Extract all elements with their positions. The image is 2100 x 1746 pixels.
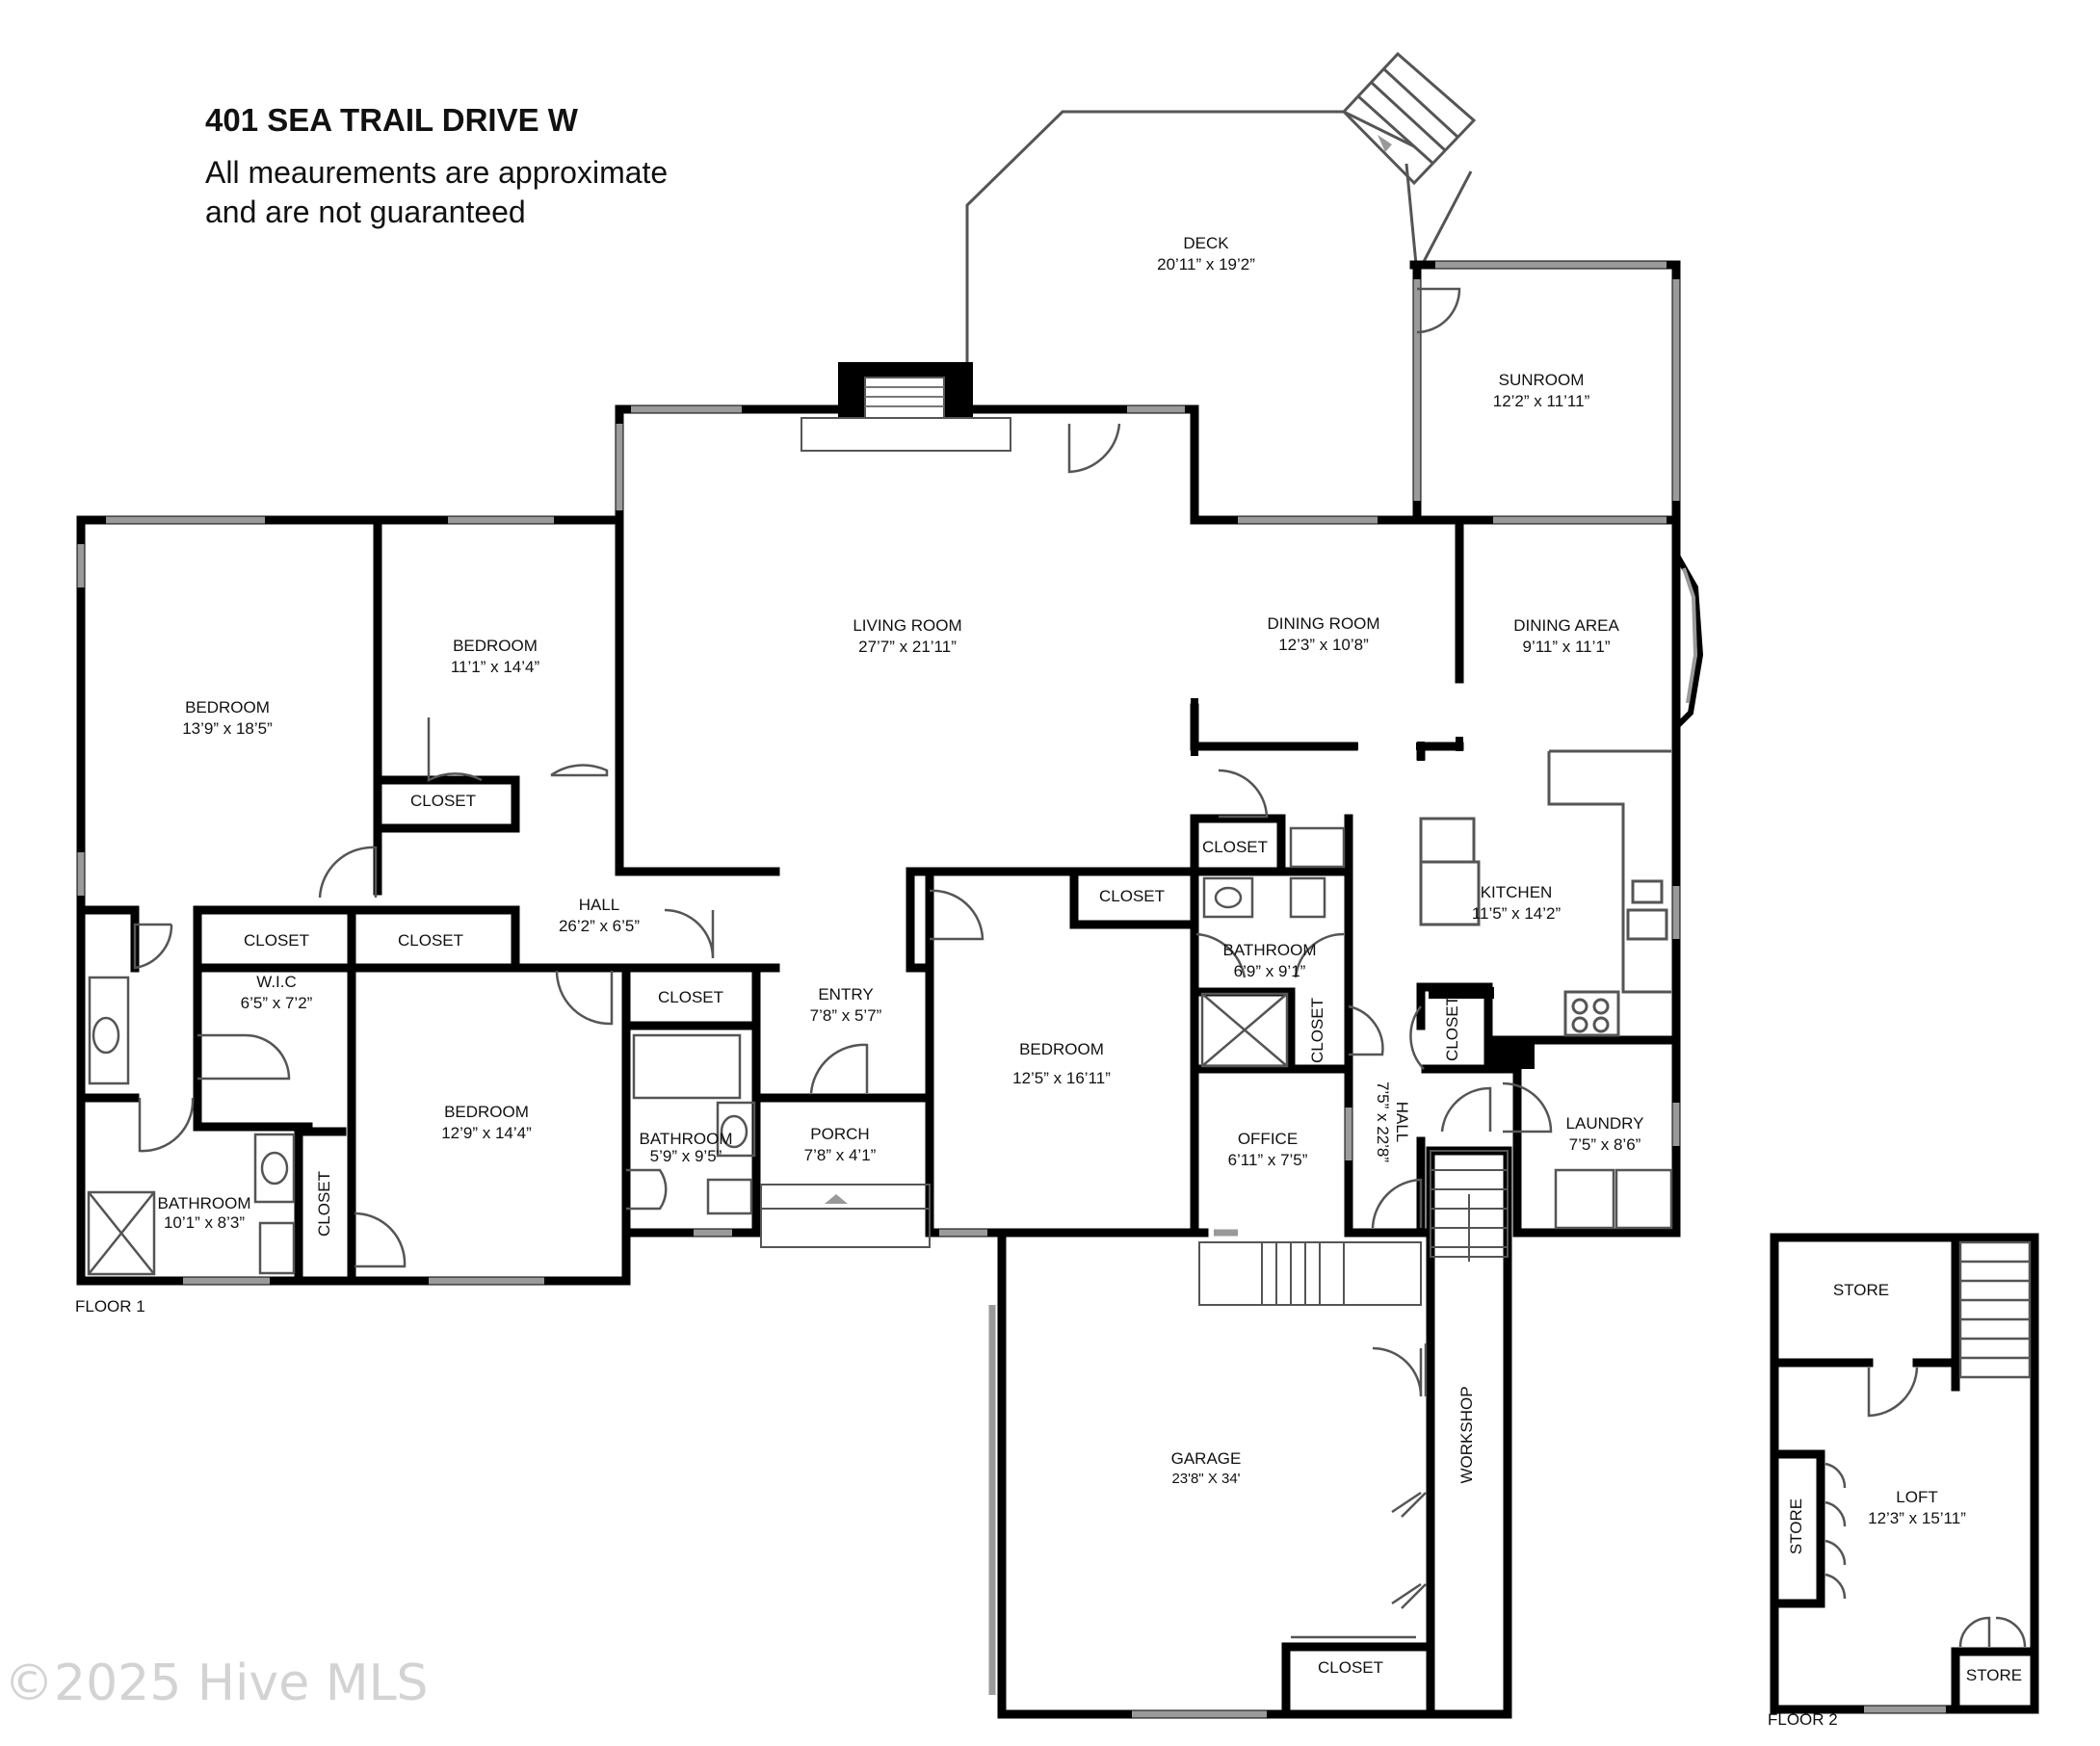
floor-1-label: FLOOR 1 xyxy=(75,1297,145,1316)
room-office-size: 6’11” x 7’5” xyxy=(1228,1151,1308,1169)
room-wic-name: W.I.C xyxy=(256,973,297,991)
room-closet-b: CLOSET xyxy=(398,931,463,950)
room-bedroom-n-name: BEDROOM xyxy=(453,637,538,655)
disclaimer-line-1: All meaurements are approximate xyxy=(205,155,669,190)
walls-floor-2 xyxy=(1770,1233,2039,1714)
entry-steps xyxy=(760,1184,931,1248)
room-workshop: WORKSHOP xyxy=(1457,1386,1476,1483)
room-bedroom-nw-name: BEDROOM xyxy=(185,698,270,717)
room-dining-area-size: 9’11” x 11’1” xyxy=(1522,638,1610,656)
room-entry-name: ENTRY xyxy=(818,985,873,1003)
windows-floor-1 xyxy=(77,261,1680,1718)
fireplace xyxy=(801,362,1011,452)
room-bedroom-e-name: BEDROOM xyxy=(1019,1040,1104,1058)
kitchen-counters xyxy=(1419,749,1671,1037)
floor2-details xyxy=(1824,1240,2032,1713)
deck-stairs xyxy=(1341,51,1477,186)
room-dining-room-size: 12’3” x 10’8” xyxy=(1278,636,1369,654)
room-bathroom-small-name: BATHROOM xyxy=(640,1130,733,1148)
doors xyxy=(133,287,1553,1605)
room-bathroom-w-size: 10’1” x 8’3” xyxy=(164,1213,245,1232)
garage-doors xyxy=(1291,1343,1428,1639)
room-bathroom-center-name: BATHROOM xyxy=(1223,941,1317,959)
stairs-main xyxy=(760,1150,1509,1306)
room-dining-room-name: DINING ROOM xyxy=(1267,614,1379,633)
room-deck-name: DECK xyxy=(1183,234,1229,252)
room-closet-bed-n: CLOSET xyxy=(410,792,476,810)
room-deck-size: 20’11” x 19’2” xyxy=(1157,255,1255,274)
room-loft-size: 12’3” x 15’11” xyxy=(1868,1509,1966,1527)
watermark: ©2025 Hive MLS xyxy=(4,1655,429,1712)
room-sunroom-name: SUNROOM xyxy=(1499,371,1585,389)
kitchen-walls-fill xyxy=(1429,987,1535,1069)
room-garage-name: GARAGE xyxy=(1171,1449,1242,1468)
room-living-size: 27’7” x 21’11” xyxy=(858,638,957,656)
room-porch-name: PORCH xyxy=(810,1125,869,1143)
room-porch-size: 7’8” x 4’1” xyxy=(804,1146,877,1164)
room-hall-main-size: 26’2” x 6’5” xyxy=(559,917,640,935)
room-laundry-size: 7’5” x 8’6” xyxy=(1569,1135,1641,1154)
room-closet-a: CLOSET xyxy=(244,931,309,950)
room-closet-v3: CLOSET xyxy=(315,1171,333,1237)
room-bathroom-center-size: 6’9” x 9’1” xyxy=(1234,962,1306,980)
room-bedroom-e-size: 12’5” x 16’11” xyxy=(1012,1069,1111,1087)
room-closet-bedroom-e: CLOSET xyxy=(1099,887,1165,905)
dining-inner-walls xyxy=(1191,698,1463,761)
room-garage-size: 23'8" X 34' xyxy=(1171,1471,1240,1487)
room-closet-v1: CLOSET xyxy=(1308,998,1326,1063)
bay-window xyxy=(1673,552,1704,730)
room-closet-garage: CLOSET xyxy=(1318,1658,1383,1677)
room-office-name: OFFICE xyxy=(1238,1130,1298,1148)
room-bedroom-s-size: 12’9” x 14’4” xyxy=(441,1124,532,1142)
bathroom-fixtures xyxy=(87,826,1673,1276)
room-closet-c: CLOSET xyxy=(658,988,723,1006)
room-store-left: STORE xyxy=(1787,1498,1805,1554)
room-bedroom-s-name: BEDROOM xyxy=(444,1103,529,1121)
room-hall-main-name: HALL xyxy=(579,896,620,914)
room-dining-area-name: DINING AREA xyxy=(1513,616,1619,635)
room-store-top: STORE xyxy=(1833,1281,1889,1299)
room-kitchen-name: KITCHEN xyxy=(1481,883,1553,901)
room-closet-dining: CLOSET xyxy=(1202,838,1268,856)
room-living-name: LIVING ROOM xyxy=(853,616,961,635)
address-title: 401 SEA TRAIL DRIVE W xyxy=(205,102,578,138)
room-laundry-name: LAUNDRY xyxy=(1566,1114,1644,1133)
room-hall-2-name: HALL xyxy=(1393,1102,1411,1143)
room-sunroom-size: 12’2” x 11’11” xyxy=(1493,392,1590,410)
disclaimer-line-2: and are not guaranteed xyxy=(205,195,526,229)
room-closet-v2: CLOSET xyxy=(1443,996,1461,1061)
room-store-bottom: STORE xyxy=(1966,1666,2022,1684)
room-loft-name: LOFT xyxy=(1896,1488,1937,1506)
room-kitchen-size: 11’5” x 14’2” xyxy=(1472,904,1562,923)
room-wic-size: 6’5” x 7’2” xyxy=(241,994,313,1012)
room-hall-2-size: 7’5” x 22’8” xyxy=(1374,1081,1392,1162)
room-bathroom-w-name: BATHROOM xyxy=(158,1194,251,1212)
room-entry-size: 7’8” x 5’7” xyxy=(810,1006,882,1025)
floor-2-label: FLOOR 2 xyxy=(1768,1710,1838,1729)
room-bedroom-n-size: 11’1” x 14’4” xyxy=(451,658,540,676)
room-bathroom-small-size: 5’9” x 9’5” xyxy=(650,1147,722,1165)
room-bedroom-nw-size: 13’9” x 18’5” xyxy=(182,719,273,738)
